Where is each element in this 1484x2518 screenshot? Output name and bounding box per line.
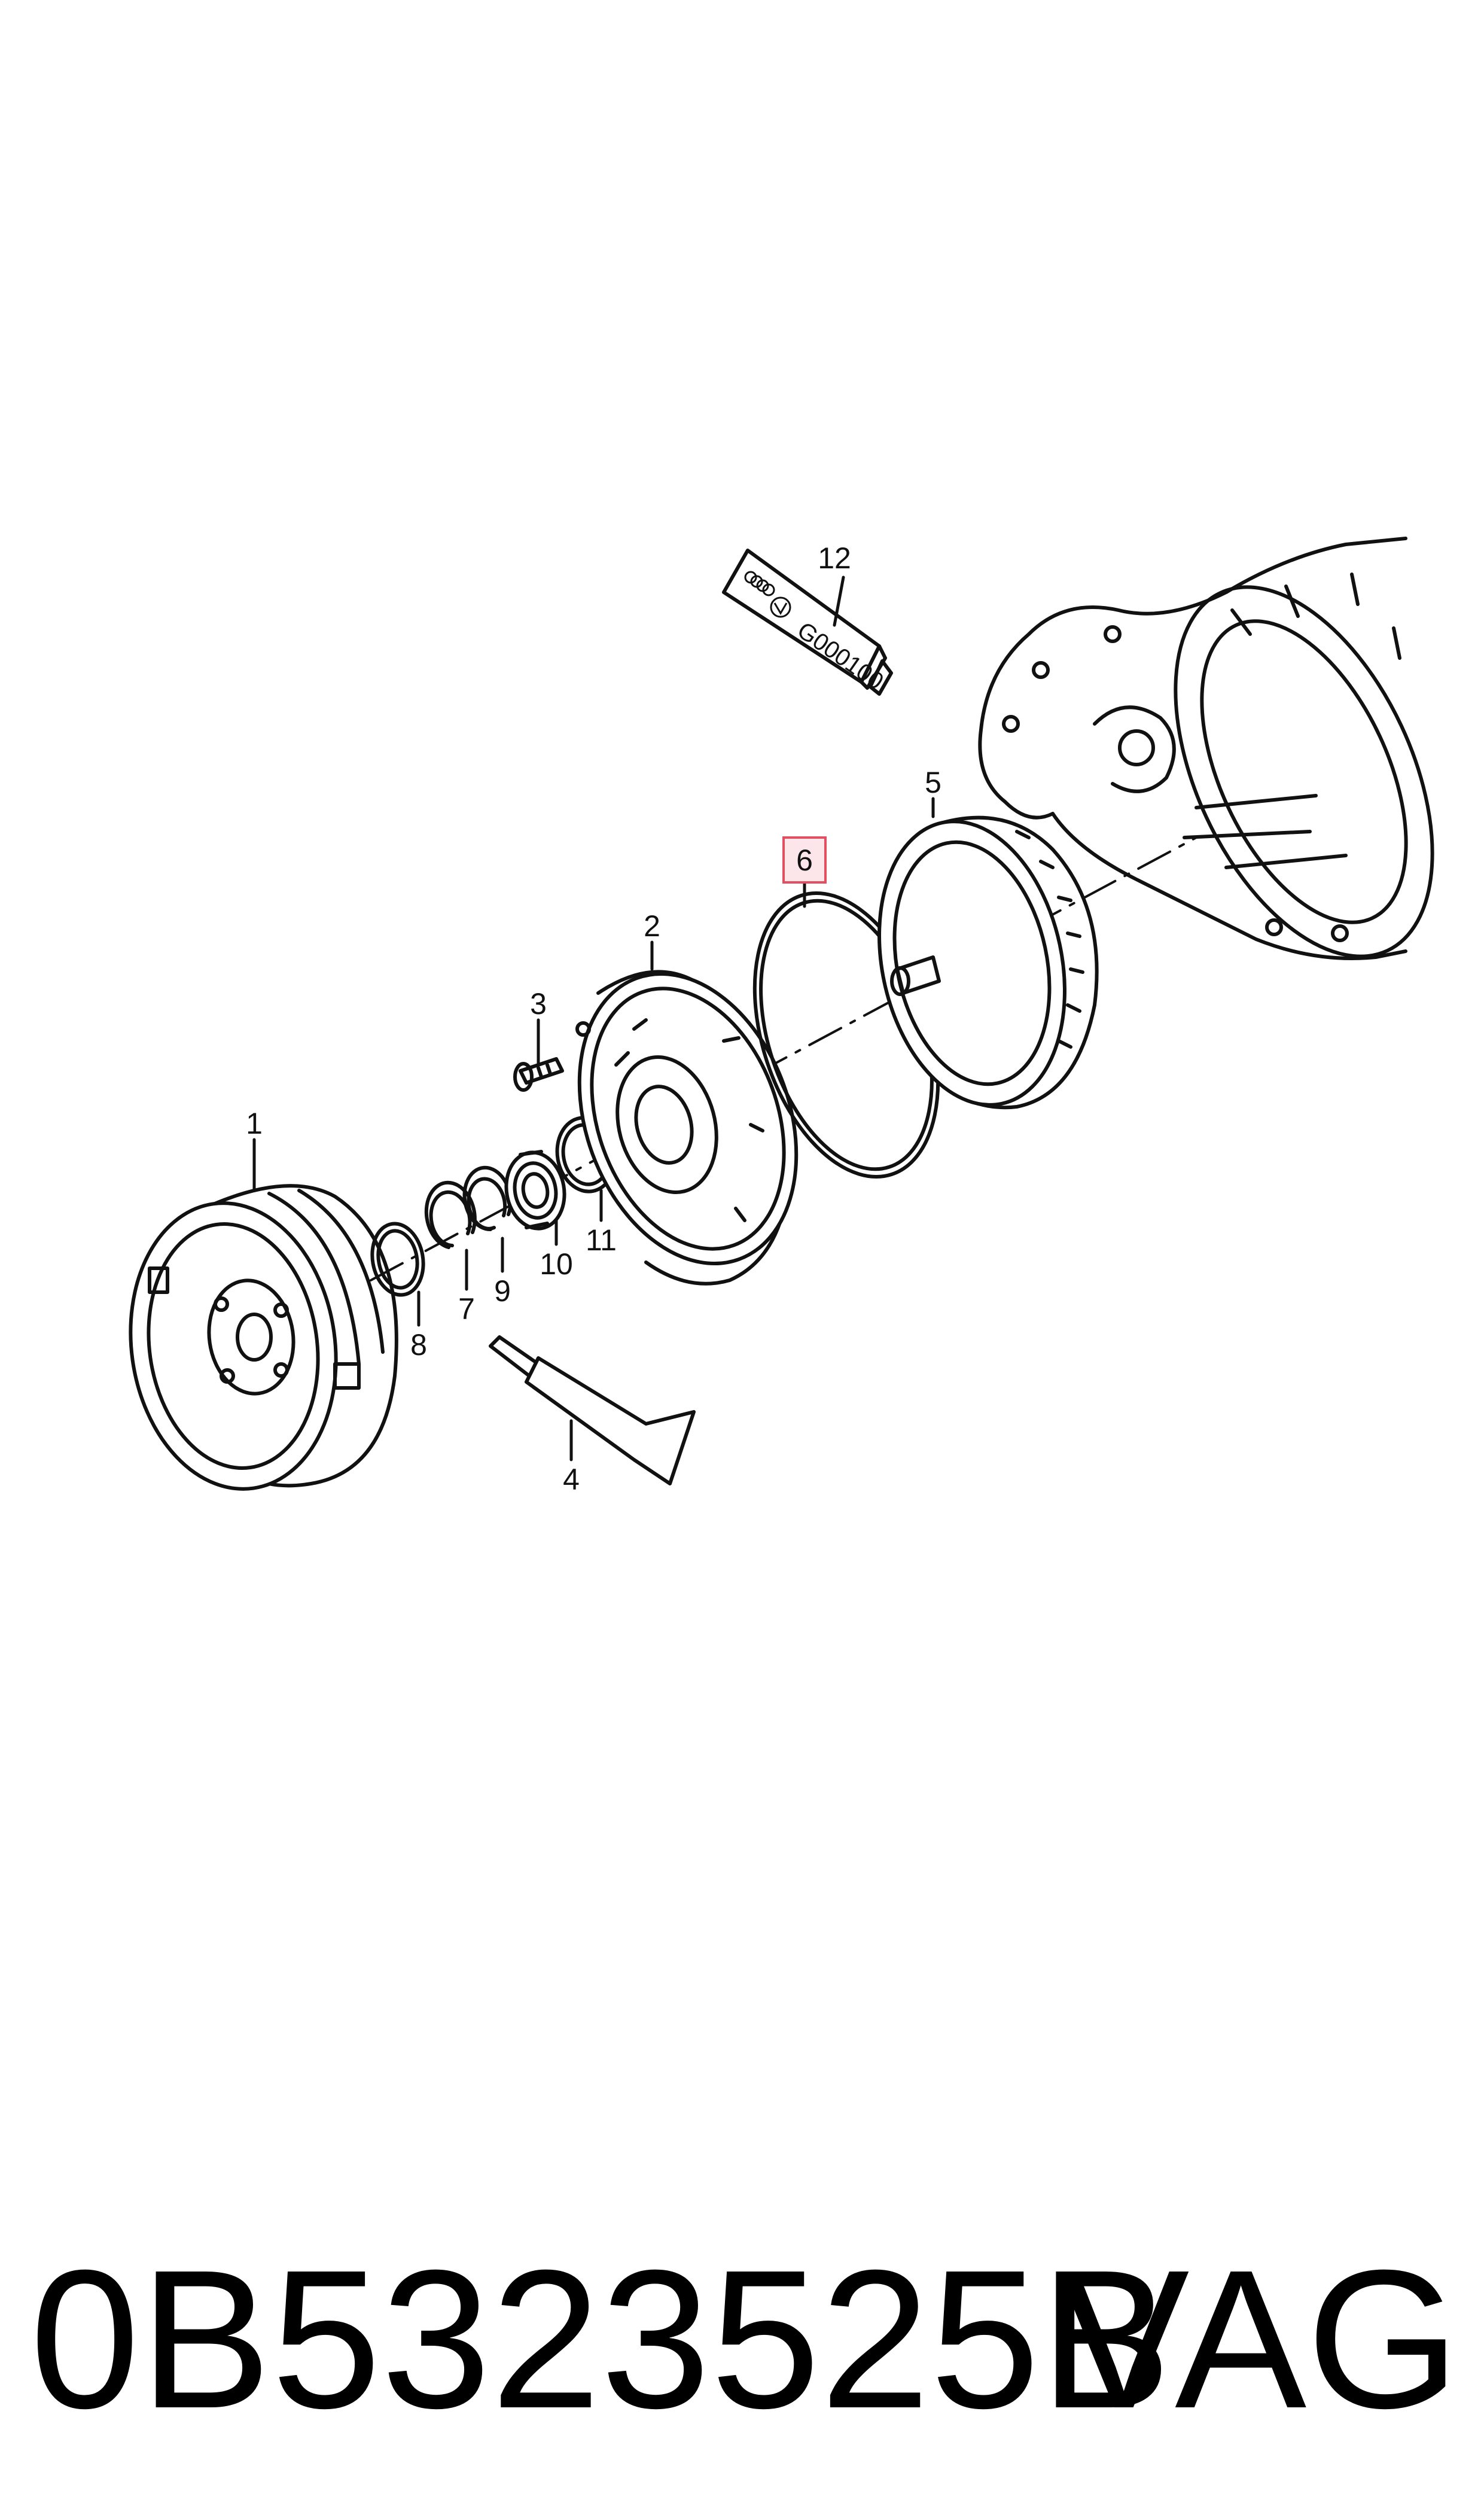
callout-9: 9: [494, 1274, 511, 1308]
callout-4: 4: [563, 1463, 580, 1496]
part-4-grease-tube: [489, 1335, 696, 1485]
callout-5: 5: [925, 766, 941, 799]
part-5-clutch-drum: [877, 815, 1099, 1110]
callout-2: 2: [644, 909, 660, 943]
brand-name: VAG: [1058, 2228, 1460, 2449]
leader-lines: [252, 576, 935, 1462]
callout-1: 1: [246, 1107, 263, 1140]
callout-8: 8: [410, 1328, 427, 1362]
part-2-pump-cover: [575, 970, 799, 1286]
callout-3: 3: [530, 987, 547, 1021]
part-10-bearing: [504, 1150, 566, 1231]
callout-labels: 1 2 3 4 5 6 7 8 9 10 11 12: [246, 541, 941, 1496]
gearbox-housing: [978, 537, 1434, 960]
callout-7: 7: [458, 1292, 475, 1326]
part-8-ring: [370, 1222, 425, 1297]
callout-11: 11: [586, 1223, 617, 1257]
part-number: 0B5323525B: [30, 2228, 1172, 2449]
callout-12: 12: [818, 541, 851, 575]
callout-10: 10: [540, 1247, 573, 1281]
audi-rings-icon: [744, 571, 775, 596]
vw-logo-icon: [770, 596, 791, 618]
part-1-flywheel: [129, 1184, 398, 1491]
part-3-bolt: [513, 1057, 564, 1092]
callout-6-highlight-box: [782, 836, 827, 884]
callout-6: 6: [796, 844, 813, 877]
